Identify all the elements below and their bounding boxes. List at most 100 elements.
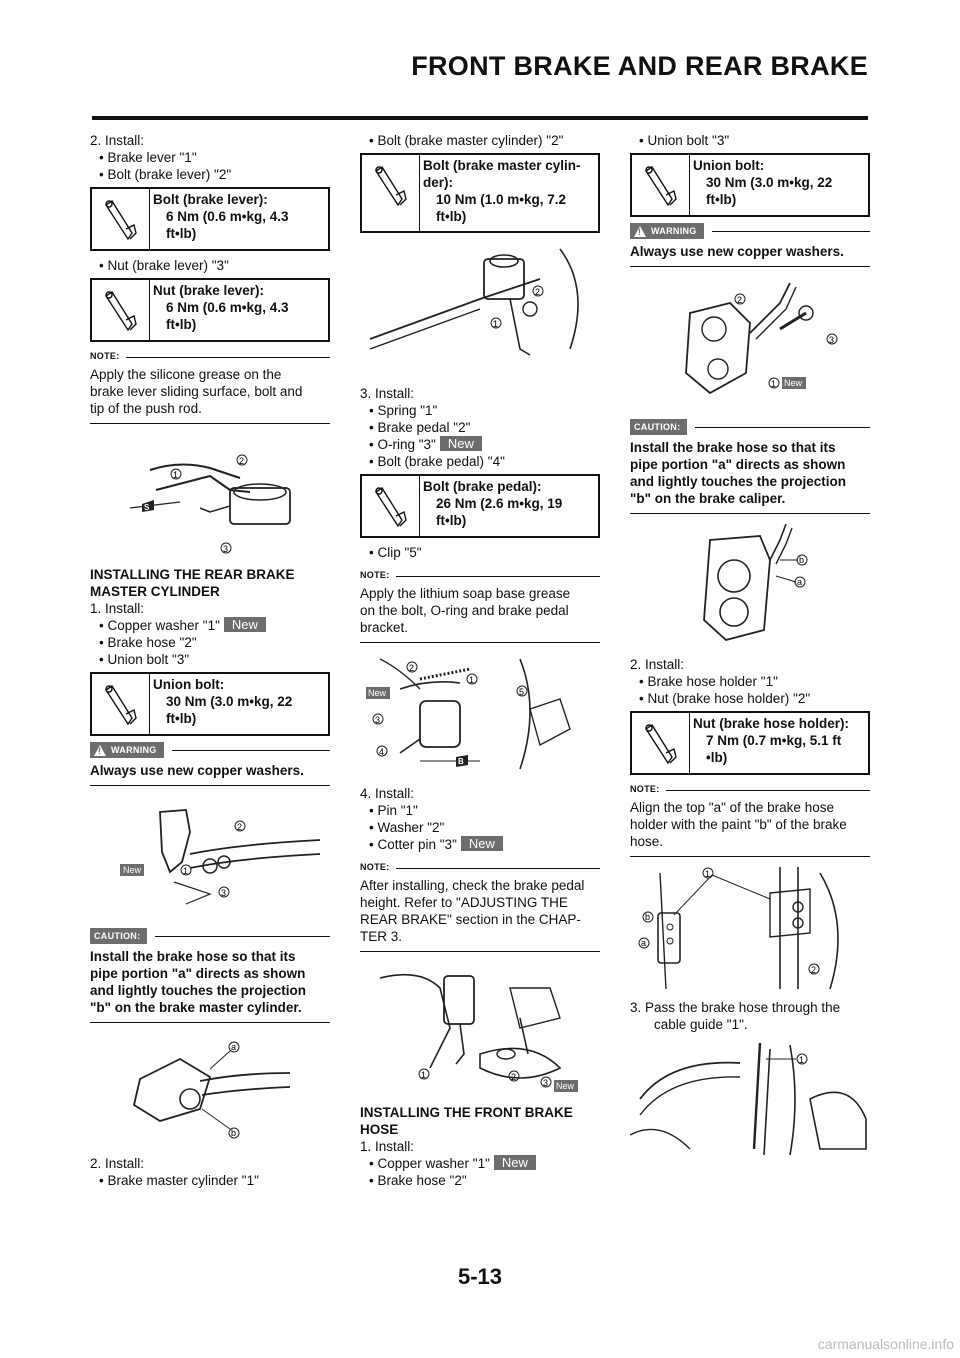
spec-value: ft•lb) (166, 226, 197, 241)
step-install: 2. Install: (90, 133, 145, 148)
note-header: NOTE: (360, 567, 600, 584)
callout: 2 (811, 965, 816, 975)
master-cylinder-bolt-illustration: 1 2 (360, 239, 600, 379)
caliper-hose-direction-illustration: b a (630, 520, 870, 650)
callout: 1 (771, 379, 776, 389)
list-item: Pin "1" (360, 802, 600, 819)
column-3: Union bolt "3" Union bolt: 30 Nm (3.0 m•… (630, 132, 870, 1165)
spec-value: •lb) (706, 750, 728, 765)
list-item: Union bolt "3" (630, 132, 870, 149)
list-item: Washer "2" (360, 819, 600, 836)
spec-value: 30 Nm (3.0 m•kg, 22 (706, 175, 833, 190)
spec-title: Bolt (brake master cylin- (423, 158, 581, 173)
spec-title: Nut (brake lever): (153, 283, 265, 298)
step-install: 2. Install: (630, 657, 685, 672)
list-item: Union bolt "3" (90, 651, 330, 668)
warning-header: WARNING (630, 223, 870, 239)
warning-icon (94, 744, 106, 756)
section-heading: INSTALLING THE FRONT BRAKE (360, 1105, 573, 1120)
spec-title: Union bolt: (693, 158, 765, 173)
torque-spec-box: Union bolt: 30 Nm (3.0 m•kg, 22 ft•lb) (90, 672, 330, 736)
torque-spec-box: Bolt (brake pedal): 26 Nm (2.6 m•kg, 19 … (360, 474, 600, 538)
callout-s: S (144, 503, 150, 512)
torque-wrench-icon (92, 280, 150, 340)
spec-value: 10 Nm (1.0 m•kg, 7.2 (436, 192, 567, 207)
callout: b (645, 912, 650, 922)
note-body: Apply the lithium soap base grease on th… (360, 585, 600, 643)
new-tag: New (493, 1155, 536, 1170)
warning-header: WARNING (90, 742, 330, 758)
list-item: Brake pedal "2" (360, 419, 600, 436)
column-1: 2. Install: Brake lever "1" Bolt (brake … (90, 132, 330, 1189)
torque-wrench-icon (632, 713, 690, 773)
note-header: NOTE: (90, 348, 330, 365)
spec-title: Nut (brake hose holder): (693, 716, 850, 731)
list-item: O-ring "3"New (360, 436, 600, 453)
brake-pedal-illustration: B New 1 2 3 4 5 (360, 649, 600, 779)
callout: 1 (799, 1055, 804, 1065)
list-item: Brake hose "2" (90, 634, 330, 651)
spec-title: Bolt (brake pedal): (423, 479, 542, 494)
spec-value: ft•lb) (706, 192, 737, 207)
front-caliper-union-illustration: 2 3 1 New (630, 273, 870, 413)
spec-value: ft•lb) (166, 317, 197, 332)
new-tag: New (123, 865, 142, 875)
step-text: cable guide "1". (654, 1017, 748, 1032)
spec-title: Union bolt: (153, 677, 225, 692)
callout: 5 (519, 687, 524, 697)
page-number: 5-13 (457, 1264, 503, 1289)
list-item: Bolt (brake master cylinder) "2" (360, 132, 600, 149)
caution-header: CAUTION: (630, 419, 870, 435)
callout: a (641, 938, 646, 948)
step-text: 3. Pass the brake hose through the (630, 1000, 841, 1015)
hose-direction-illustration: a b (90, 1029, 330, 1149)
torque-wrench-icon (92, 189, 150, 249)
list-item: Cotter pin "3"New (360, 836, 600, 853)
list-item: Brake hose holder "1" (630, 673, 870, 690)
torque-spec-box: Union bolt: 30 Nm (3.0 m•kg, 22 ft•lb) (630, 153, 870, 217)
step-install: 1. Install: (90, 601, 145, 616)
torque-spec-box: Bolt (brake lever): 6 Nm (0.6 m•kg, 4.3 … (90, 187, 330, 251)
callout: 4 (379, 747, 384, 757)
list-item: Clip "5" (360, 544, 600, 561)
new-tag: New (368, 688, 387, 698)
spec-value: ft•lb) (436, 209, 467, 224)
list-item: Copper washer "1"New (90, 617, 330, 634)
watermark: carmanualsonline.info (817, 1336, 954, 1352)
step-install: 3. Install: (360, 386, 415, 401)
torque-spec-box: Nut (brake hose holder): 7 Nm (0.7 m•kg,… (630, 711, 870, 775)
callout: 2 (535, 287, 540, 297)
callout: 2 (237, 822, 242, 832)
callout: b (799, 555, 804, 565)
list-item: Brake lever "1" (90, 149, 330, 166)
list-item: Copper washer "1"New (360, 1155, 600, 1172)
callout: 3 (223, 544, 228, 554)
section-heading: HOSE (360, 1122, 399, 1137)
callout: 1 (421, 1070, 426, 1080)
hose-holder-illustration: 1 2 b a (630, 863, 870, 993)
list-item: Bolt (brake lever) "2" (90, 166, 330, 183)
callout: 1 (705, 869, 710, 879)
page-title: FRONT BRAKE AND REAR BRAKE (411, 51, 868, 81)
caution-body: Install the brake hose so that its pipe … (630, 435, 870, 514)
callout: a (231, 1042, 236, 1052)
spec-value: ft•lb) (166, 711, 197, 726)
warning-body: Always use new copper washers. (630, 239, 870, 267)
spec-value: 7 Nm (0.7 m•kg, 5.1 ft (706, 733, 842, 748)
step-install: 4. Install: (360, 786, 415, 801)
callout: 2 (511, 1072, 516, 1082)
spec-title: Bolt (brake lever): (153, 192, 268, 207)
note-header: NOTE: (360, 859, 600, 876)
torque-spec-box: Nut (brake lever): 6 Nm (0.6 m•kg, 4.3 f… (90, 278, 330, 342)
callout: 1 (173, 470, 178, 480)
list-item: Spring "1" (360, 402, 600, 419)
list-item: Nut (brake hose holder) "2" (630, 690, 870, 707)
spec-value: 26 Nm (2.6 m•kg, 19 (436, 496, 563, 511)
brake-lever-illustration: S 1 2 3 (90, 430, 330, 560)
new-tag: New (556, 1081, 575, 1091)
callout: 3 (221, 888, 226, 898)
warning-icon (634, 225, 646, 237)
caution-body: Install the brake hose so that its pipe … (90, 944, 330, 1023)
list-item: Brake master cylinder "1" (90, 1172, 330, 1189)
callout: 2 (409, 663, 414, 673)
